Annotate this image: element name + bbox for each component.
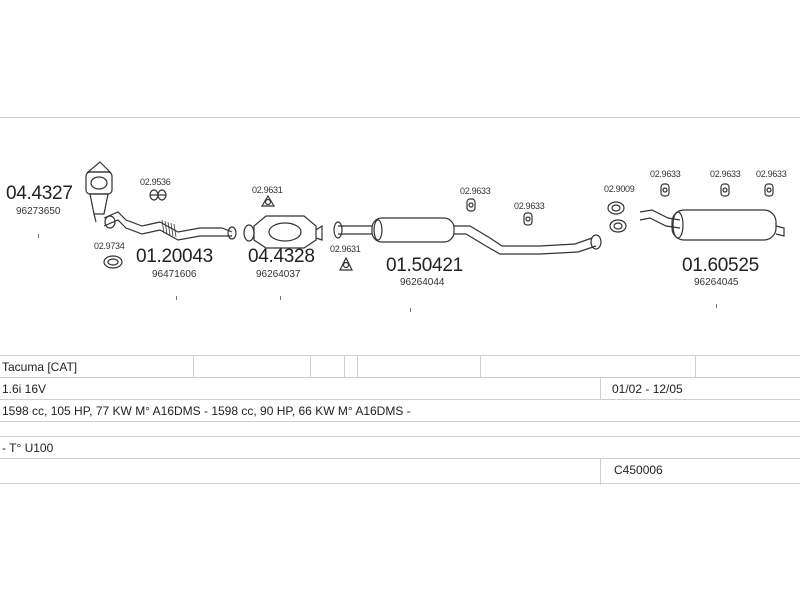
exhaust-diagram: 04.4327 96273650 01.20043 96471606 04.43… [6,161,787,312]
part-number-96264044: 96264044 [400,277,445,288]
accessory-label-02-9633-a: 02.9633 [460,186,491,196]
accessory-label-02-9633-c: 02.9633 [650,169,681,179]
rear-silencer-01-60525-drawing [639,209,785,241]
part-code-01-50421: 01.50421 [386,255,463,276]
hanger-02-9633-c-drawing [660,183,670,197]
type-cell: - T° U100 [2,441,54,455]
accessory-label-02-9633-b: 02.9633 [514,201,545,211]
col-divider [310,356,311,378]
part-code-01-20043: 01.20043 [136,246,213,267]
front-pipe-01-20043-drawing [103,211,237,241]
gasket-02-9536-drawing [149,189,167,201]
table-row-blank [0,421,800,436]
gasket-02-9631-lower-drawing [339,256,353,271]
col-divider [695,356,696,378]
part-code-01-60525: 01.60525 [682,255,759,276]
accessory-label-02-9536: 02.9536 [140,177,171,187]
accessory-label-02-9633-d: 02.9633 [710,169,741,179]
accessory-label-02-9631-upper: 02.9631 [252,185,283,195]
col-divider [600,459,601,485]
exhaust-drawing [85,161,785,271]
hanger-02-9633-d-drawing [720,183,730,197]
part-number-96273650: 96273650 [16,206,61,217]
part-tick-3 [280,296,281,300]
part-code-04-4328: 04.4328 [248,246,315,267]
accessory-label-02-9734: 02.9734 [94,241,125,251]
specs-cell: 1598 cc, 105 HP, 77 KW M° A16DMS - 1598 … [2,404,411,418]
middle-silencer-01-50421-drawing [333,217,602,255]
gasket-02-9734-drawing [103,255,123,269]
clamp-02-9009-drawing [607,201,627,233]
col-divider [600,378,601,400]
col-divider [344,356,345,378]
table-row-type: - T° U100 [0,436,800,458]
col-divider [357,356,358,378]
part-number-96471606: 96471606 [152,269,197,280]
part-tick-2 [176,296,177,300]
part-tick-1 [38,234,39,238]
catalog-code-cell: C450006 [614,463,663,477]
hanger-02-9633-b-drawing [523,212,533,226]
accessory-label-02-9633-e: 02.9633 [756,169,787,179]
gasket-02-9631-upper-drawing [260,194,276,207]
period-cell: 01/02 - 12/05 [612,382,683,396]
table-row-code: C450006 [0,458,800,485]
part-code-04-4327: 04.4327 [6,183,73,204]
part-number-96264037: 96264037 [256,269,301,280]
catalyst-04-4327-drawing [85,161,113,223]
table-row-specs: 1598 cc, 105 HP, 77 KW M° A16DMS - 1598 … [0,399,800,421]
accessory-label-02-9009: 02.9009 [604,184,635,194]
engine-cell: 1.6i 16V [2,382,47,396]
col-divider [480,356,481,378]
part-tick-5 [716,304,717,308]
top-border [0,117,800,118]
catalyst-04-4328-drawing [243,215,323,249]
model-cell: Tacuma [CAT] [2,360,78,374]
table-row-engine: 1.6i 16V 01/02 - 12/05 [0,377,800,400]
hanger-02-9633-e-drawing [764,183,774,197]
part-tick-4 [410,308,411,312]
col-divider [193,356,194,378]
part-number-96264045: 96264045 [694,277,739,288]
table-row-model: Tacuma [CAT] [0,355,800,378]
hanger-02-9633-a-drawing [466,198,476,212]
accessory-label-02-9631-lower: 02.9631 [330,244,361,254]
